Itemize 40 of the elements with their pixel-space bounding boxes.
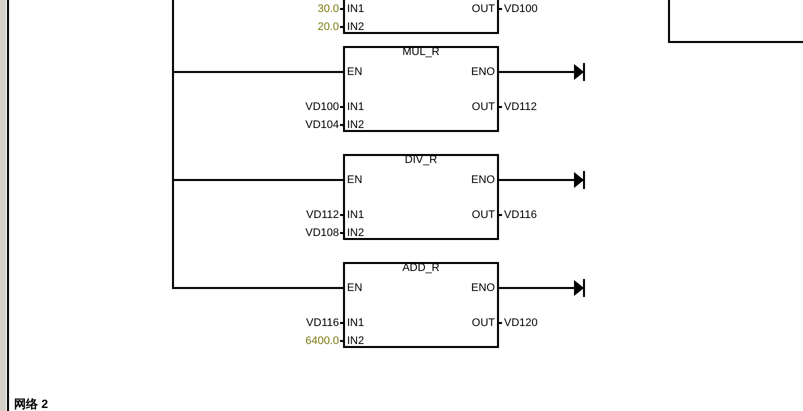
operand-label: VD112 [504,101,537,113]
pin-label: IN2 [347,119,364,131]
output-arrow [499,171,585,189]
pin-label: OUT [472,3,495,15]
pin-label: IN1 [347,317,364,329]
pin-label: IN2 [347,335,364,347]
rung-wire [174,71,343,73]
operand-label: VD104 [305,119,339,131]
pin-label: IN2 [347,227,364,239]
operand-label: VD116 [504,209,537,221]
pin-label: EN [347,282,362,294]
rung-wire [174,179,343,181]
operand-label: VD100 [504,3,538,15]
pin-label: IN1 [347,209,364,221]
operand-label: VD120 [504,317,538,329]
pin-label: IN2 [347,21,364,33]
instruction-box [343,46,499,132]
operand-label: VD100 [305,101,339,113]
output-arrow [499,63,585,81]
pin-label: IN1 [347,101,364,113]
pin-label: ENO [471,282,495,294]
pin-label: EN [347,66,362,78]
rung-wire [174,287,343,289]
pin-label: OUT [472,101,495,113]
pin-label: OUT [472,317,495,329]
instruction-box [343,262,499,348]
operand-label: VD108 [305,227,339,239]
operand-label: VD112 [306,209,339,221]
operand-label: 6400.0 [305,335,339,347]
operand-label: 30.0 [318,3,339,15]
pin-label: EN [347,174,362,186]
network-heading: 网络 2 [14,397,48,411]
output-arrow [499,279,585,297]
pin-label: ENO [471,66,495,78]
operand-label: VD116 [306,317,339,329]
instruction-box [343,154,499,240]
operand-label: 20.0 [318,21,339,33]
pin-label: OUT [472,209,495,221]
pin-label: ENO [471,174,495,186]
pin-label: IN1 [347,3,364,15]
